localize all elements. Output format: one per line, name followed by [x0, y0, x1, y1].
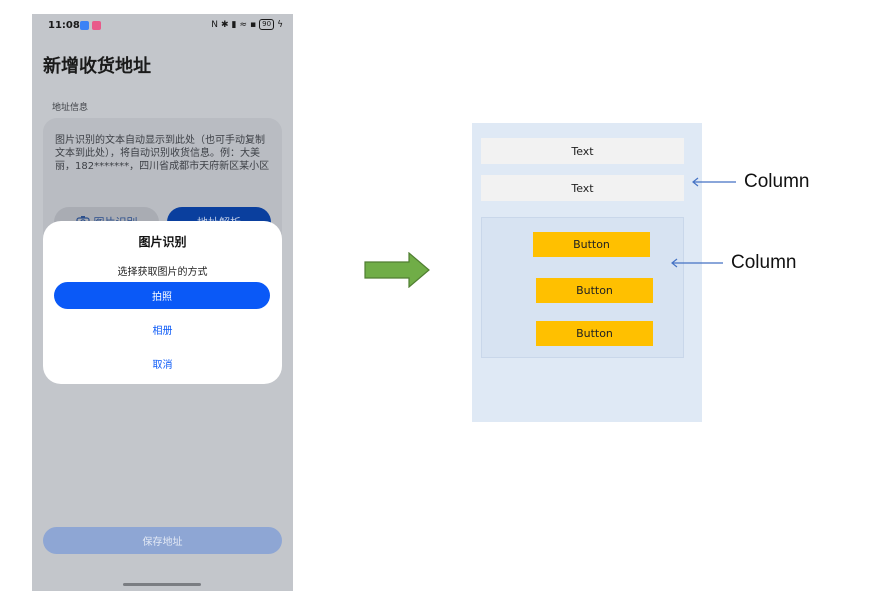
battery-icon: 90	[259, 19, 275, 30]
charging-icon: ϟ	[277, 19, 283, 30]
text-component: Text	[481, 175, 684, 201]
column-callout-label: Column	[744, 171, 810, 192]
section-label: 地址信息	[52, 103, 89, 113]
inner-column-container: Button Button Button	[481, 217, 684, 358]
dialog-title: 图片识别	[138, 235, 187, 249]
text-component: Text	[481, 138, 684, 164]
phone-screenshot: 11:08 N ✱ ▮ ≈ ▪ 90 ϟ 新增收货地址 地址信息 图片识别的文本…	[32, 14, 293, 591]
app-notification-icon	[92, 21, 101, 30]
status-time: 11:08	[48, 20, 80, 31]
column-layout-diagram: Text Text Button Button Button	[472, 123, 702, 422]
wifi-icon: ≈	[239, 19, 248, 30]
home-indicator[interactable]	[123, 583, 201, 586]
callout-arrow-icon	[671, 258, 723, 268]
album-button[interactable]: 相册	[152, 326, 173, 337]
button-component: Button	[533, 232, 650, 257]
button-component: Button	[536, 321, 653, 346]
status-icons: N ✱ ▮ ≈ ▪ 90 ϟ	[211, 19, 283, 30]
signal-icon: ▮	[231, 19, 237, 30]
sim-icon: ▪	[250, 19, 257, 30]
nfc-icon: N	[211, 19, 218, 30]
image-recognition-dialog: 图片识别 选择获取图片的方式 拍照 相册 取消	[43, 221, 282, 384]
button-component: Button	[536, 278, 653, 303]
page-title: 新增收货地址	[43, 56, 151, 77]
address-placeholder: 图片识别的文本自动显示到此处（也可手动复制文本到此处），将自动识别收货信息。例：…	[55, 135, 270, 172]
bluetooth-icon: ✱	[220, 19, 229, 30]
take-photo-button[interactable]: 拍照	[54, 282, 270, 309]
cancel-button[interactable]: 取消	[152, 360, 173, 371]
right-arrow-icon	[364, 252, 430, 288]
dialog-subtitle: 选择获取图片的方式	[117, 267, 208, 278]
callout-arrow-icon	[692, 177, 736, 187]
save-address-button[interactable]: 保存地址	[43, 527, 282, 554]
app-notification-icon	[80, 21, 89, 30]
status-bar: 11:08 N ✱ ▮ ≈ ▪ 90 ϟ	[32, 14, 293, 38]
column-callout-label: Column	[731, 252, 797, 273]
